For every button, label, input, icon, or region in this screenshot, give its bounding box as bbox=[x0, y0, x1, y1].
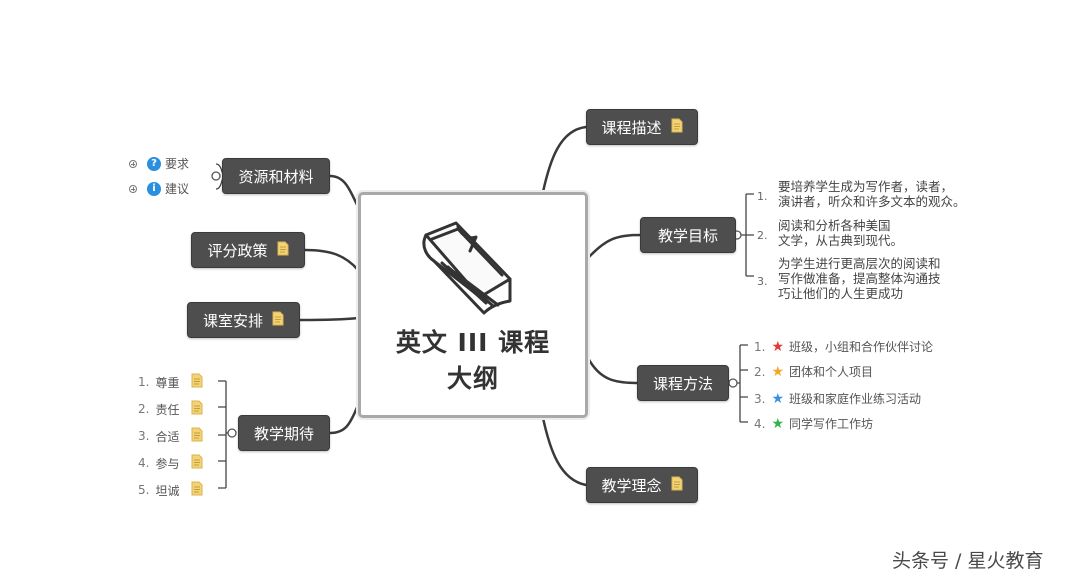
method-item[interactable]: 4. ★ 同学写作工作坊 bbox=[754, 415, 873, 432]
goal-text: 为学生进行更高层次的阅读和 bbox=[778, 256, 941, 271]
goal-text: 要培养学生成为写作者，读者， bbox=[778, 179, 954, 194]
expectation-item[interactable]: 5. 坦诚 bbox=[138, 481, 203, 499]
expand-plus-icon[interactable] bbox=[129, 185, 137, 193]
expectation-label: 合适 bbox=[155, 429, 180, 444]
note-icon[interactable] bbox=[191, 427, 203, 445]
expectation-item[interactable]: 4. 参与 bbox=[138, 454, 203, 472]
node-grading-policy[interactable]: 评分政策 bbox=[191, 232, 305, 268]
goal-item[interactable]: 要培养学生成为写作者，读者， 演讲者，听众和许多文本的观众。 bbox=[778, 179, 966, 209]
node-resources[interactable]: 资源和材料 bbox=[222, 158, 330, 194]
expectation-number: 1. bbox=[138, 375, 150, 389]
goal-number: 1. bbox=[757, 190, 768, 203]
expectation-number: 2. bbox=[138, 402, 150, 416]
note-icon[interactable] bbox=[272, 311, 284, 330]
central-title-line1: 英文 III 课程 bbox=[395, 328, 551, 357]
method-item[interactable]: 1. ★ 班级，小组和合作伙伴讨论 bbox=[754, 338, 933, 355]
node-label: 资源和材料 bbox=[238, 167, 314, 186]
goal-number: 2. bbox=[757, 229, 768, 242]
note-icon[interactable] bbox=[277, 241, 289, 260]
expectation-item[interactable]: 2. 责任 bbox=[138, 400, 203, 418]
goal-text: 写作做准备，提高整体沟通技 bbox=[778, 271, 941, 286]
central-topic[interactable]: 英文 III 课程 大纲 bbox=[358, 192, 588, 418]
info-icon: i bbox=[147, 181, 161, 196]
watermark: 头条号 / 星火教育 bbox=[892, 550, 1044, 572]
method-number: 3. bbox=[754, 391, 766, 406]
goal-item[interactable]: 为学生进行更高层次的阅读和 写作做准备，提高整体沟通技 巧让他们的人生更成功 bbox=[778, 256, 941, 301]
method-label: 团体和个人项目 bbox=[789, 365, 874, 379]
node-teaching-expectations[interactable]: 教学期待 bbox=[238, 415, 330, 451]
node-label: 课室安排 bbox=[202, 311, 263, 330]
method-label: 同学写作工作坊 bbox=[789, 417, 874, 431]
node-label: 教学目标 bbox=[657, 226, 718, 245]
note-icon[interactable] bbox=[671, 118, 683, 137]
node-teaching-philosophy[interactable]: 教学理念 bbox=[586, 467, 698, 503]
central-title-line2: 大纲 bbox=[446, 364, 499, 393]
goal-text: 文学，从古典到现代。 bbox=[778, 233, 904, 248]
node-label: 教学期待 bbox=[253, 424, 314, 443]
goal-text: 巧让他们的人生更成功 bbox=[778, 286, 904, 301]
goal-text: 演讲者，听众和许多文本的观众。 bbox=[778, 194, 966, 209]
method-number: 4. bbox=[754, 416, 766, 431]
note-icon[interactable] bbox=[191, 481, 203, 499]
expectation-label: 坦诚 bbox=[155, 483, 180, 498]
method-label: 班级和家庭作业练习活动 bbox=[789, 392, 922, 406]
book-icon bbox=[422, 221, 512, 315]
note-icon[interactable] bbox=[671, 476, 683, 495]
node-label: 课程方法 bbox=[652, 374, 713, 393]
expectation-item[interactable]: 3. 合适 bbox=[138, 427, 203, 445]
node-course-description[interactable]: 课程描述 bbox=[586, 109, 698, 145]
method-number: 2. bbox=[754, 364, 766, 379]
expectation-item[interactable]: 1. 尊重 bbox=[138, 373, 203, 391]
central-title: 英文 III 课程 大纲 bbox=[396, 325, 550, 397]
method-number: 1. bbox=[754, 339, 766, 354]
note-icon[interactable] bbox=[191, 400, 203, 418]
goal-text: 阅读和分析各种美国 bbox=[778, 218, 891, 233]
expectation-label: 参与 bbox=[155, 456, 180, 471]
expectation-label: 责任 bbox=[155, 402, 180, 417]
goal-item[interactable]: 阅读和分析各种美国 文学，从古典到现代。 bbox=[778, 218, 903, 248]
resource-item-requirements[interactable]: ? 要求 bbox=[147, 155, 189, 172]
question-icon: ? bbox=[147, 156, 161, 171]
star-blue-icon: ★ bbox=[771, 390, 785, 407]
expectation-number: 4. bbox=[138, 456, 150, 470]
node-classroom-arrangement[interactable]: 课室安排 bbox=[187, 302, 300, 338]
expectation-label: 尊重 bbox=[155, 375, 180, 390]
star-green-icon: ★ bbox=[771, 415, 785, 432]
method-item[interactable]: 3. ★ 班级和家庭作业练习活动 bbox=[754, 390, 921, 407]
goal-number: 3. bbox=[757, 275, 768, 288]
node-teaching-goals[interactable]: 教学目标 bbox=[640, 217, 736, 253]
node-label: 评分政策 bbox=[207, 241, 268, 260]
resource-label: 要求 bbox=[165, 157, 190, 171]
node-label: 课程描述 bbox=[601, 118, 662, 137]
node-course-methods[interactable]: 课程方法 bbox=[637, 365, 729, 401]
note-icon[interactable] bbox=[191, 454, 203, 472]
expand-plus-icon[interactable] bbox=[129, 160, 137, 168]
star-red-icon: ★ bbox=[771, 338, 785, 355]
note-icon[interactable] bbox=[191, 373, 203, 391]
resource-item-suggestions[interactable]: i 建议 bbox=[147, 180, 189, 197]
expectation-number: 3. bbox=[138, 429, 150, 443]
method-label: 班级，小组和合作伙伴讨论 bbox=[789, 340, 934, 354]
expectation-number: 5. bbox=[138, 483, 150, 497]
resource-label: 建议 bbox=[165, 182, 190, 196]
method-item[interactable]: 2. ★ 团体和个人项目 bbox=[754, 363, 873, 380]
star-orange-icon: ★ bbox=[771, 363, 785, 380]
node-label: 教学理念 bbox=[601, 476, 662, 495]
